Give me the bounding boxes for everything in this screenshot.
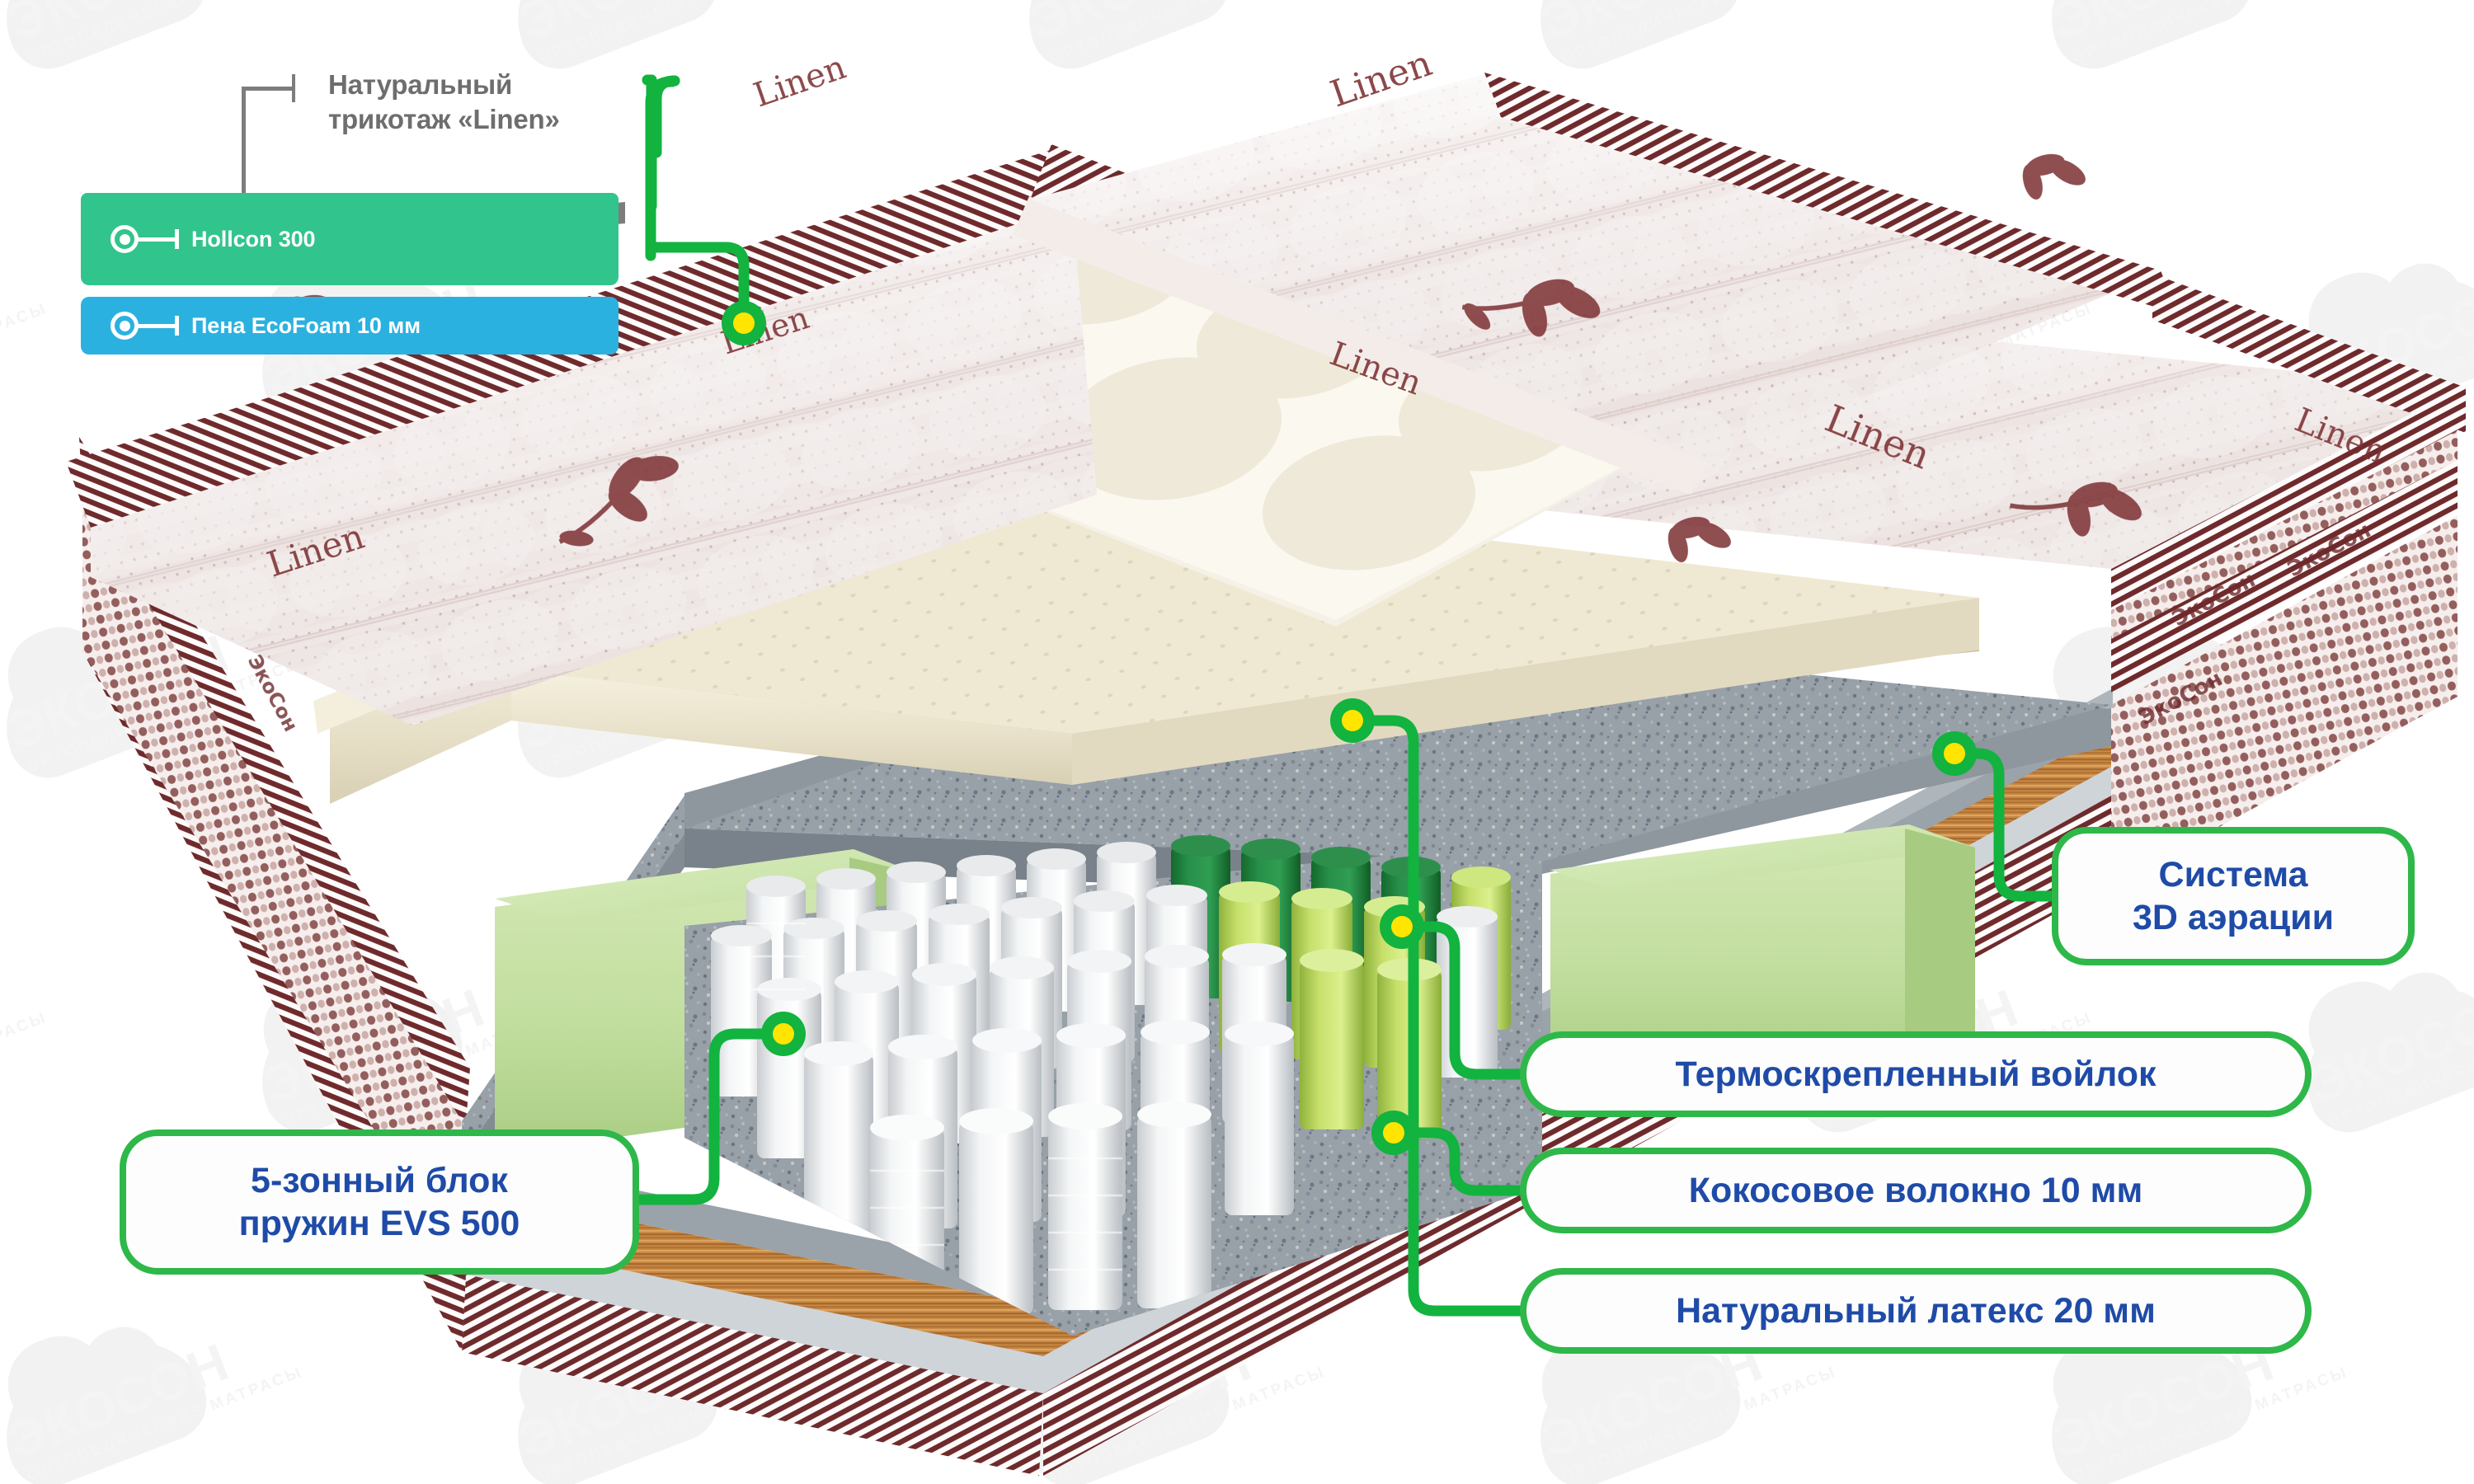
legend-bar-ecofoam[interactable]: Пена EcoFoam 10 мм — [81, 297, 618, 355]
cover-legend-title-row: Натуральный трикотаж «Linen» — [81, 63, 625, 196]
callout-latex-label: Натуральный латекс 20 мм — [1676, 1290, 2156, 1331]
callout-aeration[interactable]: Система 3D аэрации — [2052, 827, 2415, 965]
cover-legend: Натуральный трикотаж «Linen» Hollcon 300… — [81, 63, 625, 355]
legend-leader-tick — [292, 74, 295, 102]
legend-bar-hollcon-label: Hollcon 300 — [191, 226, 316, 251]
callout-springs[interactable]: 5-зонный блок пружин EVS 500 — [120, 1129, 639, 1275]
legend-leader-horizontal — [242, 87, 294, 91]
cover-legend-title-line2: трикотаж «Linen» — [328, 103, 560, 134]
callout-springs-line1: 5-зонный блок — [251, 1160, 508, 1200]
callout-aeration-line2: 3D аэрации — [2132, 898, 2335, 937]
cover-legend-title: Натуральный трикотаж «Linen» — [328, 68, 560, 136]
callout-latex[interactable]: Натуральный латекс 20 мм — [1520, 1268, 2312, 1354]
cover-legend-title-line1: Натуральный — [328, 69, 513, 100]
bullet-marker-icon — [111, 225, 181, 253]
callout-aeration-line1: Система — [2158, 854, 2308, 895]
callout-felt-label: Термоскрепленный войлок — [1675, 1054, 2157, 1094]
legend-leader-vertical — [242, 87, 246, 196]
callout-coconut[interactable]: Кокосовое волокно 10 мм — [1520, 1148, 2312, 1233]
bullet-marker-icon — [111, 312, 181, 340]
legend-bar-ecofoam-label: Пена EcoFoam 10 мм — [191, 312, 421, 338]
callout-felt[interactable]: Термоскрепленный войлок — [1520, 1031, 2312, 1117]
callout-coconut-label: Кокосовое волокно 10 мм — [1688, 1170, 2143, 1210]
callout-springs-line2: пружин EVS 500 — [238, 1204, 520, 1243]
svg-text:Linen: Linen — [749, 49, 850, 115]
legend-bar-hollcon[interactable]: Hollcon 300 — [81, 193, 618, 285]
